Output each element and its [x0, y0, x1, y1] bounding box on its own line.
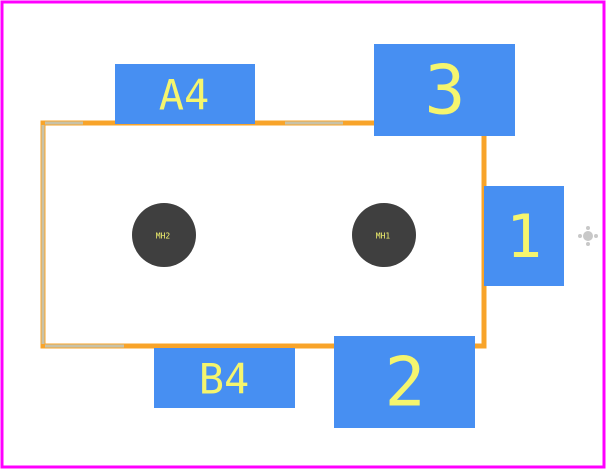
- pad-label-3: 3: [425, 52, 466, 131]
- pad-label-a4: A4: [159, 71, 210, 120]
- pad-1: [484, 186, 564, 286]
- pad-label-b4: B4: [199, 355, 250, 404]
- pad-a4: [115, 64, 255, 124]
- pad-label-2: 2: [385, 344, 426, 423]
- pad-3: [374, 44, 515, 136]
- pad-b4: [154, 348, 295, 408]
- pad-label-1: 1: [506, 202, 542, 272]
- pin1-marker-icon: [578, 226, 598, 246]
- hole-label-mh2: MH2: [156, 232, 171, 241]
- component-body-outline: [40, 120, 487, 349]
- hole-label-mh1: MH1: [376, 232, 391, 241]
- mounting-hole-mh1: [352, 203, 416, 267]
- pad-2: [334, 336, 475, 428]
- mounting-hole-mh2: [132, 203, 196, 267]
